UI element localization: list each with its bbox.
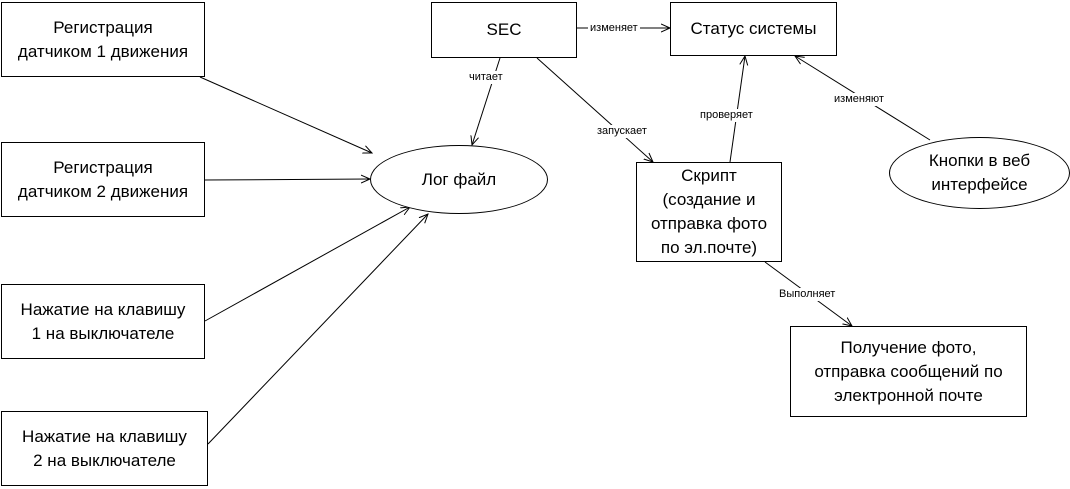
node-log: Лог файл (370, 145, 548, 214)
edge-label-buttons-status: изменяют (832, 93, 886, 106)
edge-sensor2-log (202, 179, 370, 180)
node-sensor1: Регистрация датчиком 1 движения (1, 2, 205, 77)
edge-label-sec-status: изменяет (588, 22, 640, 35)
node-sec: SEC (431, 2, 577, 58)
node-sensor2-label: Регистрация датчиком 2 движения (17, 157, 189, 201)
node-switch2-label: Нажатие на клавишу 2 на выключателе (22, 426, 187, 470)
node-sensor1-label: Регистрация датчиком 1 движения (17, 17, 189, 61)
node-sensor2: Регистрация датчиком 2 движения (1, 142, 205, 217)
node-status: Статус системы (670, 2, 837, 56)
edge-switch2-log (207, 214, 428, 445)
node-result-label: Получение фото, отправка сообщений по эл… (814, 337, 1003, 405)
node-switch2: Нажатие на клавишу 2 на выключателе (1, 411, 208, 486)
node-script-label: Скрипт (создание и отправка фото по эл.п… (650, 166, 768, 257)
node-script: Скрипт (создание и отправка фото по эл.п… (636, 162, 782, 262)
node-buttons: Кнопки в веб интерфейсе (889, 137, 1070, 209)
node-switch1: Нажатие на клавишу 1 на выключателе (1, 284, 205, 359)
edge-label-script-status: проверяет (698, 109, 755, 122)
node-status-label: Статус системы (690, 19, 817, 38)
edge-label-sec-log: читает (467, 71, 505, 84)
edge-switch1-log (204, 207, 410, 322)
edge-label-sec-script: запускает (595, 125, 649, 138)
node-result: Получение фото, отправка сообщений по эл… (790, 326, 1027, 417)
edge-sensor1-log (199, 76, 372, 153)
node-log-label: Лог файл (421, 169, 497, 189)
node-switch1-label: Нажатие на клавишу 1 на выключателе (20, 299, 186, 343)
node-buttons-label: Кнопки в веб интерфейсе (928, 151, 1031, 194)
node-sec-label: SEC (486, 20, 522, 39)
edge-label-script-result: Выполняет (777, 288, 838, 301)
edge-sec-script (536, 57, 653, 162)
